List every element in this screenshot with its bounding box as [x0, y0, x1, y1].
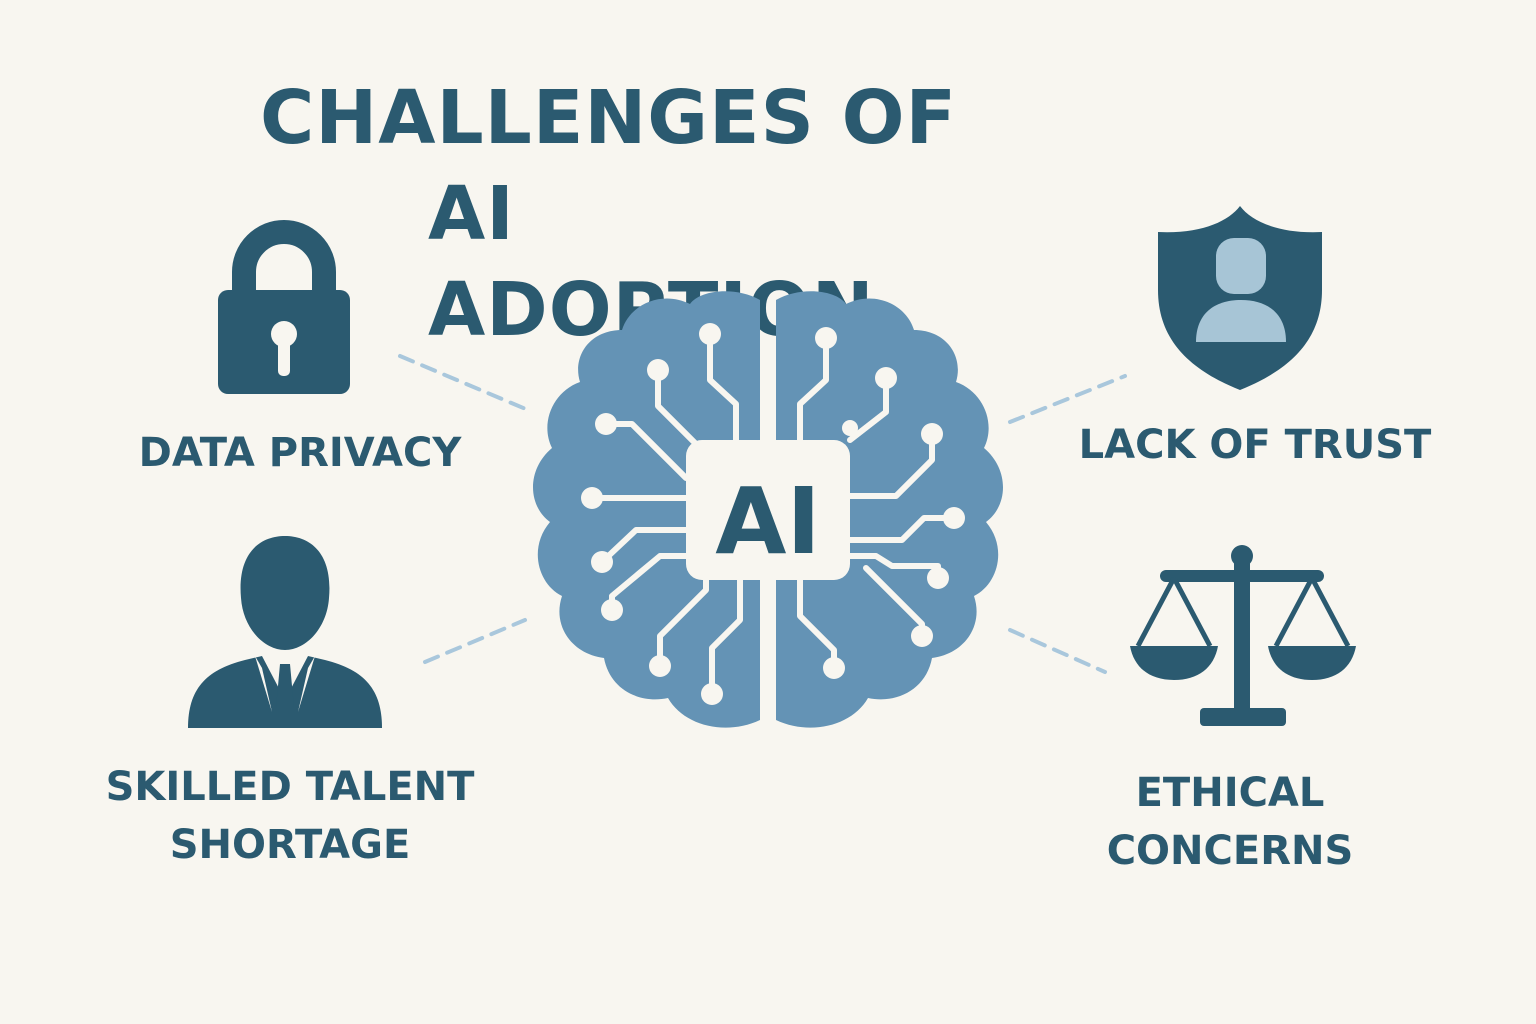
circuit-node: [647, 359, 669, 381]
circuit-trace: [707, 331, 739, 443]
brain-right-hemisphere: [776, 291, 1003, 728]
brain-circuit-icon: AI: [533, 291, 1003, 728]
circuit-node: [649, 655, 671, 677]
label-lack-of-trust: LACK OF TRUST: [1060, 416, 1450, 474]
circuit-trace: [655, 367, 703, 451]
ai-chip: [686, 440, 850, 580]
circuit-trace: [847, 375, 889, 443]
circuit-node: [595, 413, 617, 435]
circuit-node: [927, 567, 949, 589]
circuit-node: [699, 323, 721, 345]
circuit-trace: [709, 577, 743, 697]
circuit-node: [581, 487, 603, 509]
connector-ethics: [1008, 628, 1107, 674]
scales-icon: [1130, 545, 1356, 726]
circuit-node: [701, 683, 723, 705]
title-line-1: CHALLENGES OF: [260, 75, 958, 161]
circuit-trace: [797, 335, 829, 443]
circuit-trace: [847, 515, 957, 543]
label-data-privacy: DATA PRIVACY: [120, 424, 480, 482]
circuit-node: [921, 423, 943, 445]
label-ethics-line-2: CONCERNS: [1106, 828, 1354, 874]
circuit-node: [601, 599, 623, 621]
label-skilled-talent-shortage: SKILLED TALENT SHORTAGE: [90, 758, 490, 874]
circuit-node: [943, 507, 965, 529]
businessman-icon: [188, 536, 382, 728]
circuit-node: [842, 420, 858, 436]
lock-icon: [218, 220, 350, 394]
ai-chip-text: AI: [715, 468, 820, 575]
label-talent-line-2: SHORTAGE: [169, 822, 411, 868]
circuit-node: [815, 327, 837, 349]
connector-trust: [1008, 374, 1127, 424]
circuit-trace: [657, 577, 709, 669]
shield-user-icon: [1158, 206, 1322, 390]
label-ethical-concerns: ETHICAL CONCERNS: [1050, 764, 1410, 880]
label-lack-of-trust-text: LACK OF TRUST: [1078, 422, 1432, 468]
connector-talent: [423, 618, 527, 664]
circuit-trace: [847, 431, 935, 499]
label-ethics-line-1: ETHICAL: [1135, 770, 1325, 816]
circuit-trace: [599, 527, 689, 565]
circuit-node: [591, 551, 613, 573]
label-data-privacy-text: DATA PRIVACY: [138, 430, 462, 476]
connector-privacy: [398, 354, 530, 412]
circuit-node: [911, 625, 933, 647]
circuit-node: [875, 367, 897, 389]
brain-left-hemisphere: [533, 291, 760, 728]
label-talent-line-1: SKILLED TALENT: [105, 764, 475, 810]
circuit-node: [823, 657, 845, 679]
